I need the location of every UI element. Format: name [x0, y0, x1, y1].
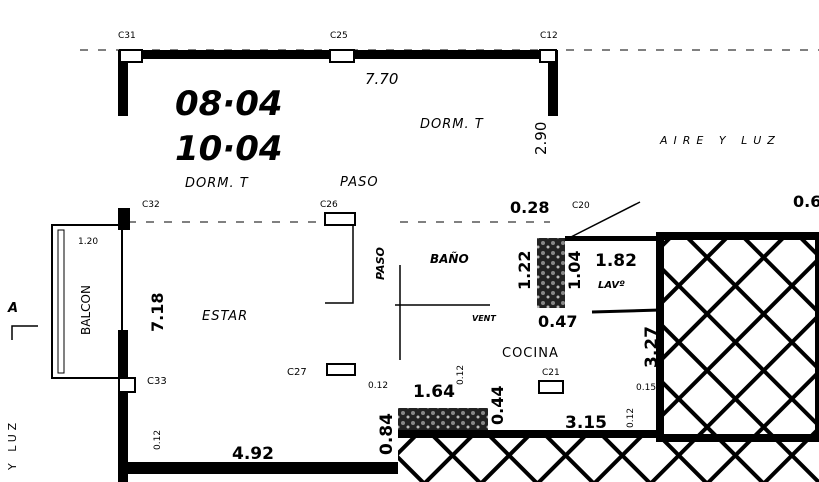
column-label: C26 — [320, 200, 338, 210]
dimension-label: 4.92 — [232, 444, 274, 464]
room-label-lavadero: LAVº — [598, 280, 625, 291]
lavadero-wall — [565, 236, 665, 241]
dimension-label: 0.6 — [793, 192, 819, 211]
neighbor-hatched-area — [398, 438, 819, 482]
room-label-balcon: BALCON — [79, 285, 93, 335]
column-c33 — [118, 377, 136, 393]
dimension-label: 1.22 — [515, 251, 534, 290]
dimension-label: 0.84 — [377, 413, 397, 455]
room-label-dorm: DORM. T — [420, 117, 484, 132]
room-label-estar: ESTAR — [202, 309, 248, 324]
dimension-label: 3.15 — [565, 413, 607, 433]
dimension-label: 0.44 — [488, 386, 507, 425]
column-c21 — [538, 380, 564, 394]
dimension-label: 1.04 — [565, 251, 584, 290]
bottom-wall — [118, 462, 403, 474]
column-c12: C12 — [539, 31, 558, 63]
dimension-label: 0.12 — [626, 408, 636, 428]
dimension-label: 0.28 — [510, 198, 549, 217]
aire-luz-label: AIRE Y LUZ — [659, 134, 781, 147]
floor-code-1: 08·04 — [175, 84, 283, 124]
dimension-label: 1.82 — [595, 251, 637, 271]
balcony: 1.20 BALCON — [51, 224, 123, 379]
patio-hatched-area — [656, 232, 819, 442]
dimension-label: 0.12 — [368, 381, 388, 391]
leader-line — [564, 201, 641, 241]
vent-label: VENT — [472, 314, 496, 323]
dimension-label: 1.64 — [413, 382, 455, 402]
room-label-bano: BAÑO — [430, 251, 469, 266]
dimension-label: 7.18 — [148, 293, 167, 332]
vent-shaft — [537, 238, 565, 308]
column-label: C12 — [540, 31, 558, 41]
room-label-paso: PASO — [340, 175, 379, 190]
floor-code-2: 10·04 — [175, 129, 283, 169]
dimension-label: 0.47 — [538, 312, 577, 331]
room-label-dorm: DORM. T — [185, 176, 249, 191]
dimension-label: 2.90 — [532, 122, 550, 155]
column-label: C31 — [118, 31, 136, 41]
section-marker: A — [7, 301, 18, 316]
room-label-cocina: COCINA — [502, 346, 559, 361]
column-c26 — [324, 212, 356, 226]
partition-wall — [325, 225, 354, 304]
column-c32 — [118, 208, 130, 230]
room-label-paso: PASO — [374, 247, 387, 280]
column-label: C25 — [330, 31, 348, 41]
column-c31: C31 — [118, 31, 143, 63]
partition-wall — [395, 265, 490, 360]
dimension-label: 1.20 — [78, 237, 98, 247]
left-wall — [118, 330, 128, 482]
column-c25: C25 — [329, 31, 355, 63]
partition-wall — [591, 308, 661, 314]
column-label: C27 — [287, 367, 307, 378]
column-label: C21 — [542, 368, 560, 378]
dimension-label: 0.15 — [636, 383, 656, 393]
column-c27 — [326, 363, 356, 376]
dimension-label: 0.12 — [456, 365, 466, 385]
section-marker-line — [11, 325, 38, 340]
aire-luz-label: Y LUZ — [6, 419, 19, 471]
dimension-label: 0.12 — [153, 430, 163, 450]
kitchen-bottom-wall — [398, 430, 668, 438]
column-label: C32 — [142, 200, 160, 210]
dimension-label: 7.70 — [365, 70, 398, 88]
column-label: C33 — [147, 376, 167, 387]
column-label: C20 — [572, 201, 590, 211]
